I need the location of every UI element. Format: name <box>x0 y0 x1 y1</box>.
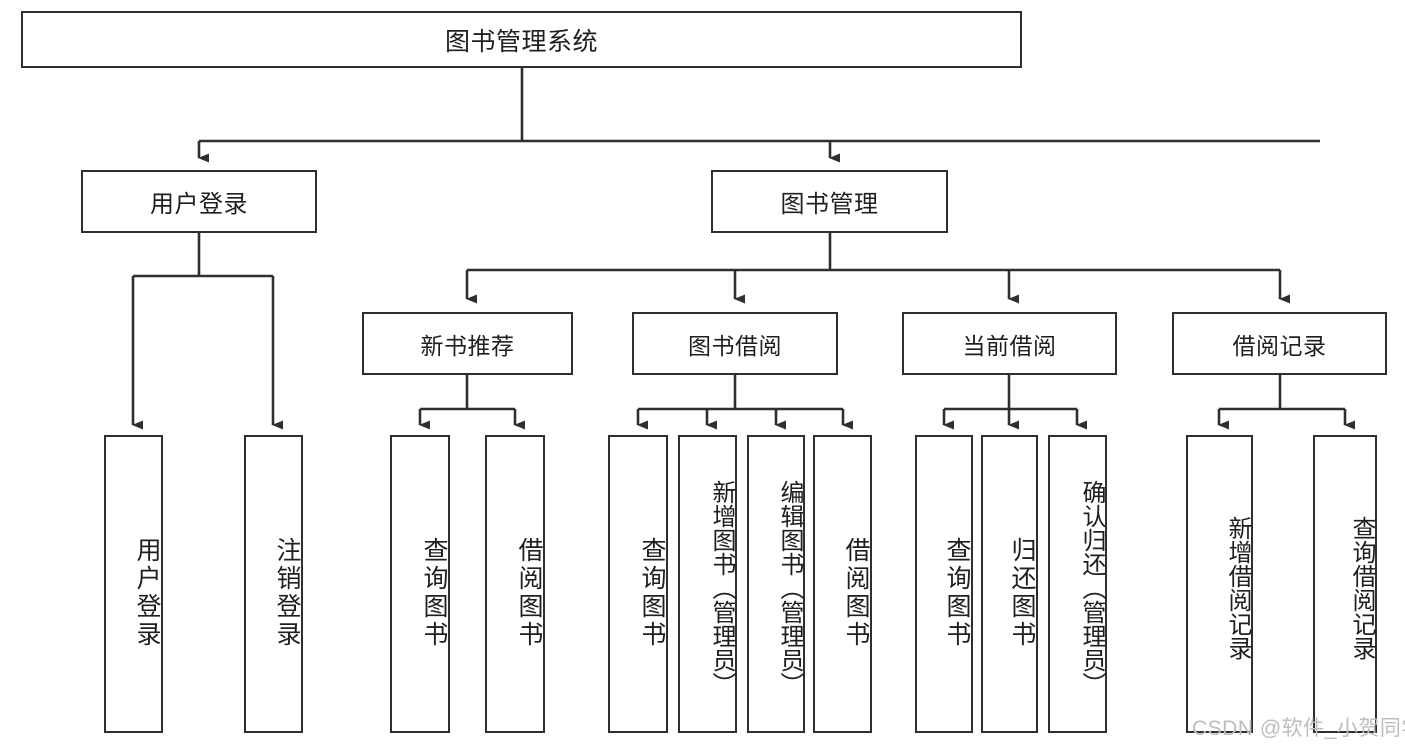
node-root[interactable]: 图书管理系统 <box>21 11 1022 68</box>
node-leaf-borrow-book-2[interactable]: 借阅图书 <box>813 435 872 733</box>
node-new-book-recommend[interactable]: 新书推荐 <box>362 312 573 375</box>
node-leaf-confirm-return[interactable]: 确认归还（管理员） <box>1048 435 1107 733</box>
node-borrow-record-label: 借阅记录 <box>1232 332 1327 359</box>
node-leaf-query-book-1-label: 查询图书 <box>420 537 448 649</box>
node-current-borrow[interactable]: 当前借阅 <box>902 312 1117 375</box>
node-leaf-confirm-return-label: 确认归还（管理员） <box>1078 480 1105 696</box>
node-leaf-borrow-book-1[interactable]: 借阅图书 <box>485 435 545 733</box>
node-leaf-add-book-label: 新增图书（管理员） <box>708 480 735 696</box>
node-book-borrow[interactable]: 图书借阅 <box>632 312 838 375</box>
node-leaf-query-book-3[interactable]: 查询图书 <box>915 435 973 733</box>
node-book-borrow-label: 图书借阅 <box>688 332 782 359</box>
node-leaf-edit-book[interactable]: 编辑图书（管理员） <box>747 435 805 733</box>
node-leaf-return-book-label: 归还图书 <box>1008 537 1036 649</box>
node-book-manage-label: 图书管理 <box>780 191 879 218</box>
node-leaf-user-login[interactable]: 用户登录 <box>104 435 163 733</box>
node-leaf-query-record-label: 查询借阅记录 <box>1348 516 1375 660</box>
node-leaf-query-book-2-label: 查询图书 <box>638 537 666 649</box>
node-leaf-query-book-1[interactable]: 查询图书 <box>390 435 450 733</box>
node-leaf-return-book[interactable]: 归还图书 <box>981 435 1038 733</box>
node-leaf-user-login-label: 用户登录 <box>133 537 161 649</box>
node-leaf-add-record-label: 新增借阅记录 <box>1224 516 1251 660</box>
node-leaf-add-book[interactable]: 新增图书（管理员） <box>678 435 737 733</box>
node-leaf-query-book-2[interactable]: 查询图书 <box>608 435 668 733</box>
node-leaf-query-record[interactable]: 查询借阅记录 <box>1313 435 1377 733</box>
node-leaf-logout-login[interactable]: 注销登录 <box>244 435 303 733</box>
node-user-login-label: 用户登录 <box>150 191 248 218</box>
csdn-watermark: CSDN @软件_小贺同学 <box>1192 717 1405 740</box>
node-new-book-recommend-label: 新书推荐 <box>420 332 515 359</box>
node-leaf-borrow-book-1-label: 借阅图书 <box>515 537 543 649</box>
node-root-label: 图书管理系统 <box>444 27 598 56</box>
node-book-manage[interactable]: 图书管理 <box>711 170 948 233</box>
node-leaf-query-book-3-label: 查询图书 <box>943 537 971 649</box>
node-current-borrow-label: 当前借阅 <box>962 332 1057 359</box>
node-borrow-record[interactable]: 借阅记录 <box>1172 312 1387 375</box>
node-leaf-add-record[interactable]: 新增借阅记录 <box>1186 435 1253 733</box>
node-user-login[interactable]: 用户登录 <box>81 170 317 233</box>
node-leaf-borrow-book-2-label: 借阅图书 <box>842 537 870 649</box>
node-leaf-logout-login-label: 注销登录 <box>273 537 301 649</box>
node-leaf-edit-book-label: 编辑图书（管理员） <box>776 480 803 696</box>
